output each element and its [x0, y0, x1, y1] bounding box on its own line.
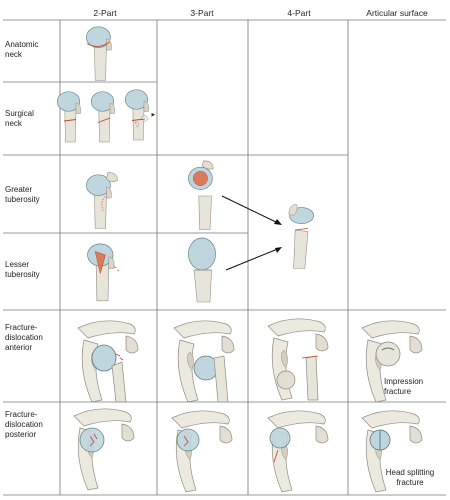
illustration-anatomic-neck-2part [86, 26, 112, 81]
row-label-lesser-tuberosity: Lesser tuberosity [5, 260, 40, 279]
table-grid [3, 19, 446, 496]
col-header-4part: 4-Part [287, 8, 311, 18]
row-label-fracture-dislocation-posterior: Fracture-dislocation posterior [5, 410, 43, 439]
arrow-to-4part-upper [221, 195, 282, 225]
illustration-lesser-tuberosity-3part [188, 237, 216, 303]
row-label-surgical-neck: Surgical neck [5, 109, 34, 128]
illustration-posterior-4part [267, 410, 329, 493]
col-header-2part: 2-Part [93, 8, 117, 18]
caption-head-splitting-fracture: Head splitting fracture [385, 468, 435, 487]
arrow-to-4part-lower [225, 247, 282, 271]
illustration-anterior-3part [173, 320, 235, 403]
illustration-greater-tuberosity-3part [188, 160, 214, 230]
illustration-surgical-neck-a [56, 91, 82, 143]
illustration-anterior-4part [267, 318, 329, 401]
illustration-greater-tuberosity-2part [86, 172, 118, 229]
row-label-fracture-dislocation-anterior: Fracture-dislocation anterior [5, 323, 43, 352]
illustration-posterior-2part [73, 408, 135, 491]
row-label-greater-tuberosity: Greater tuberosity [5, 185, 40, 204]
illustration-posterior-3part [171, 410, 233, 493]
illustration-4part [288, 204, 314, 269]
caption-impression-fracture: Impression fracture [384, 377, 424, 396]
illustration-surgical-neck-b [90, 91, 116, 143]
illustration-posterior-articular [361, 410, 423, 493]
illustration-anterior-articular [361, 320, 423, 403]
col-header-3part: 3-Part [190, 8, 214, 18]
illustration-lesser-tuberosity-2part [87, 243, 120, 302]
row-label-anatomic-neck: Anatomic neck [5, 40, 39, 59]
col-header-articular: Articular surface [366, 8, 428, 18]
illustration-surgical-neck-c [124, 89, 156, 141]
illustration-anterior-2part [77, 320, 139, 403]
